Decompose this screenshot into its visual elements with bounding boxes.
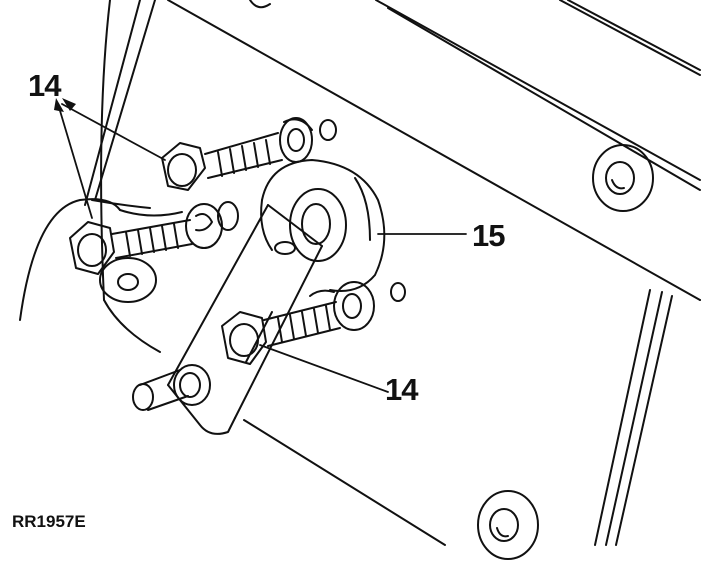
bolt-middle — [69, 201, 239, 275]
leader-arrowheads — [54, 98, 76, 112]
figure-reference-code: RR1957E — [12, 512, 86, 531]
callout-14-lower: 14 — [385, 372, 418, 407]
bracket-pin — [132, 364, 211, 411]
bolt-upper — [161, 117, 313, 191]
wiring-harness — [19, 0, 183, 321]
bracket-arm — [167, 204, 323, 435]
flange-plate — [260, 159, 386, 292]
mounting-plate — [100, 0, 701, 546]
leader-lines — [57, 103, 467, 393]
plate-holes — [319, 119, 406, 302]
callout-15: 15 — [472, 218, 505, 253]
bolt-lower — [221, 281, 375, 365]
grommet-right — [592, 144, 654, 212]
grommet-left — [99, 257, 157, 303]
callout-14-upper: 14 — [28, 68, 61, 103]
grommet-bottom — [477, 490, 539, 560]
